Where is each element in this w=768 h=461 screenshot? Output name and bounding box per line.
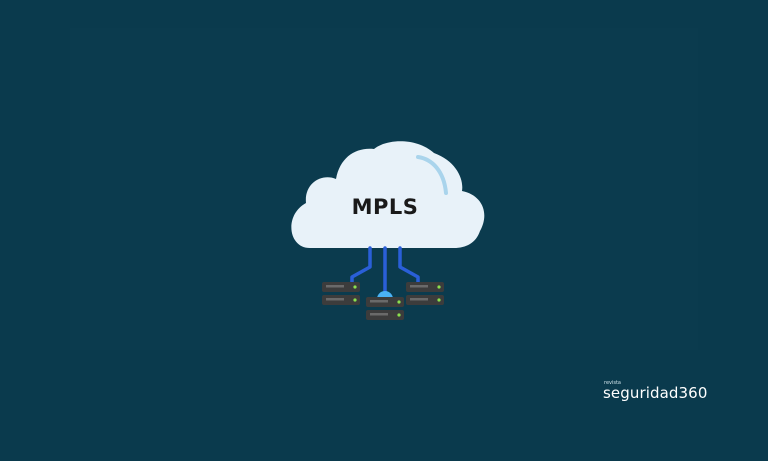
connector-lines: [350, 246, 420, 293]
brand-name: seguridad360: [603, 384, 708, 402]
brand-prefix: revista: [604, 380, 621, 386]
cloud-icon: [291, 141, 485, 248]
mpls-illustration: MPLS: [280, 135, 490, 330]
server-middle-icon: [366, 297, 404, 320]
brand-logo: revista seguridad360: [603, 380, 723, 406]
cloud-label: MPLS: [351, 195, 419, 219]
cloud-network-graphic: [291, 141, 485, 320]
server-left-icon: [322, 282, 360, 305]
server-right-icon: [406, 282, 444, 305]
